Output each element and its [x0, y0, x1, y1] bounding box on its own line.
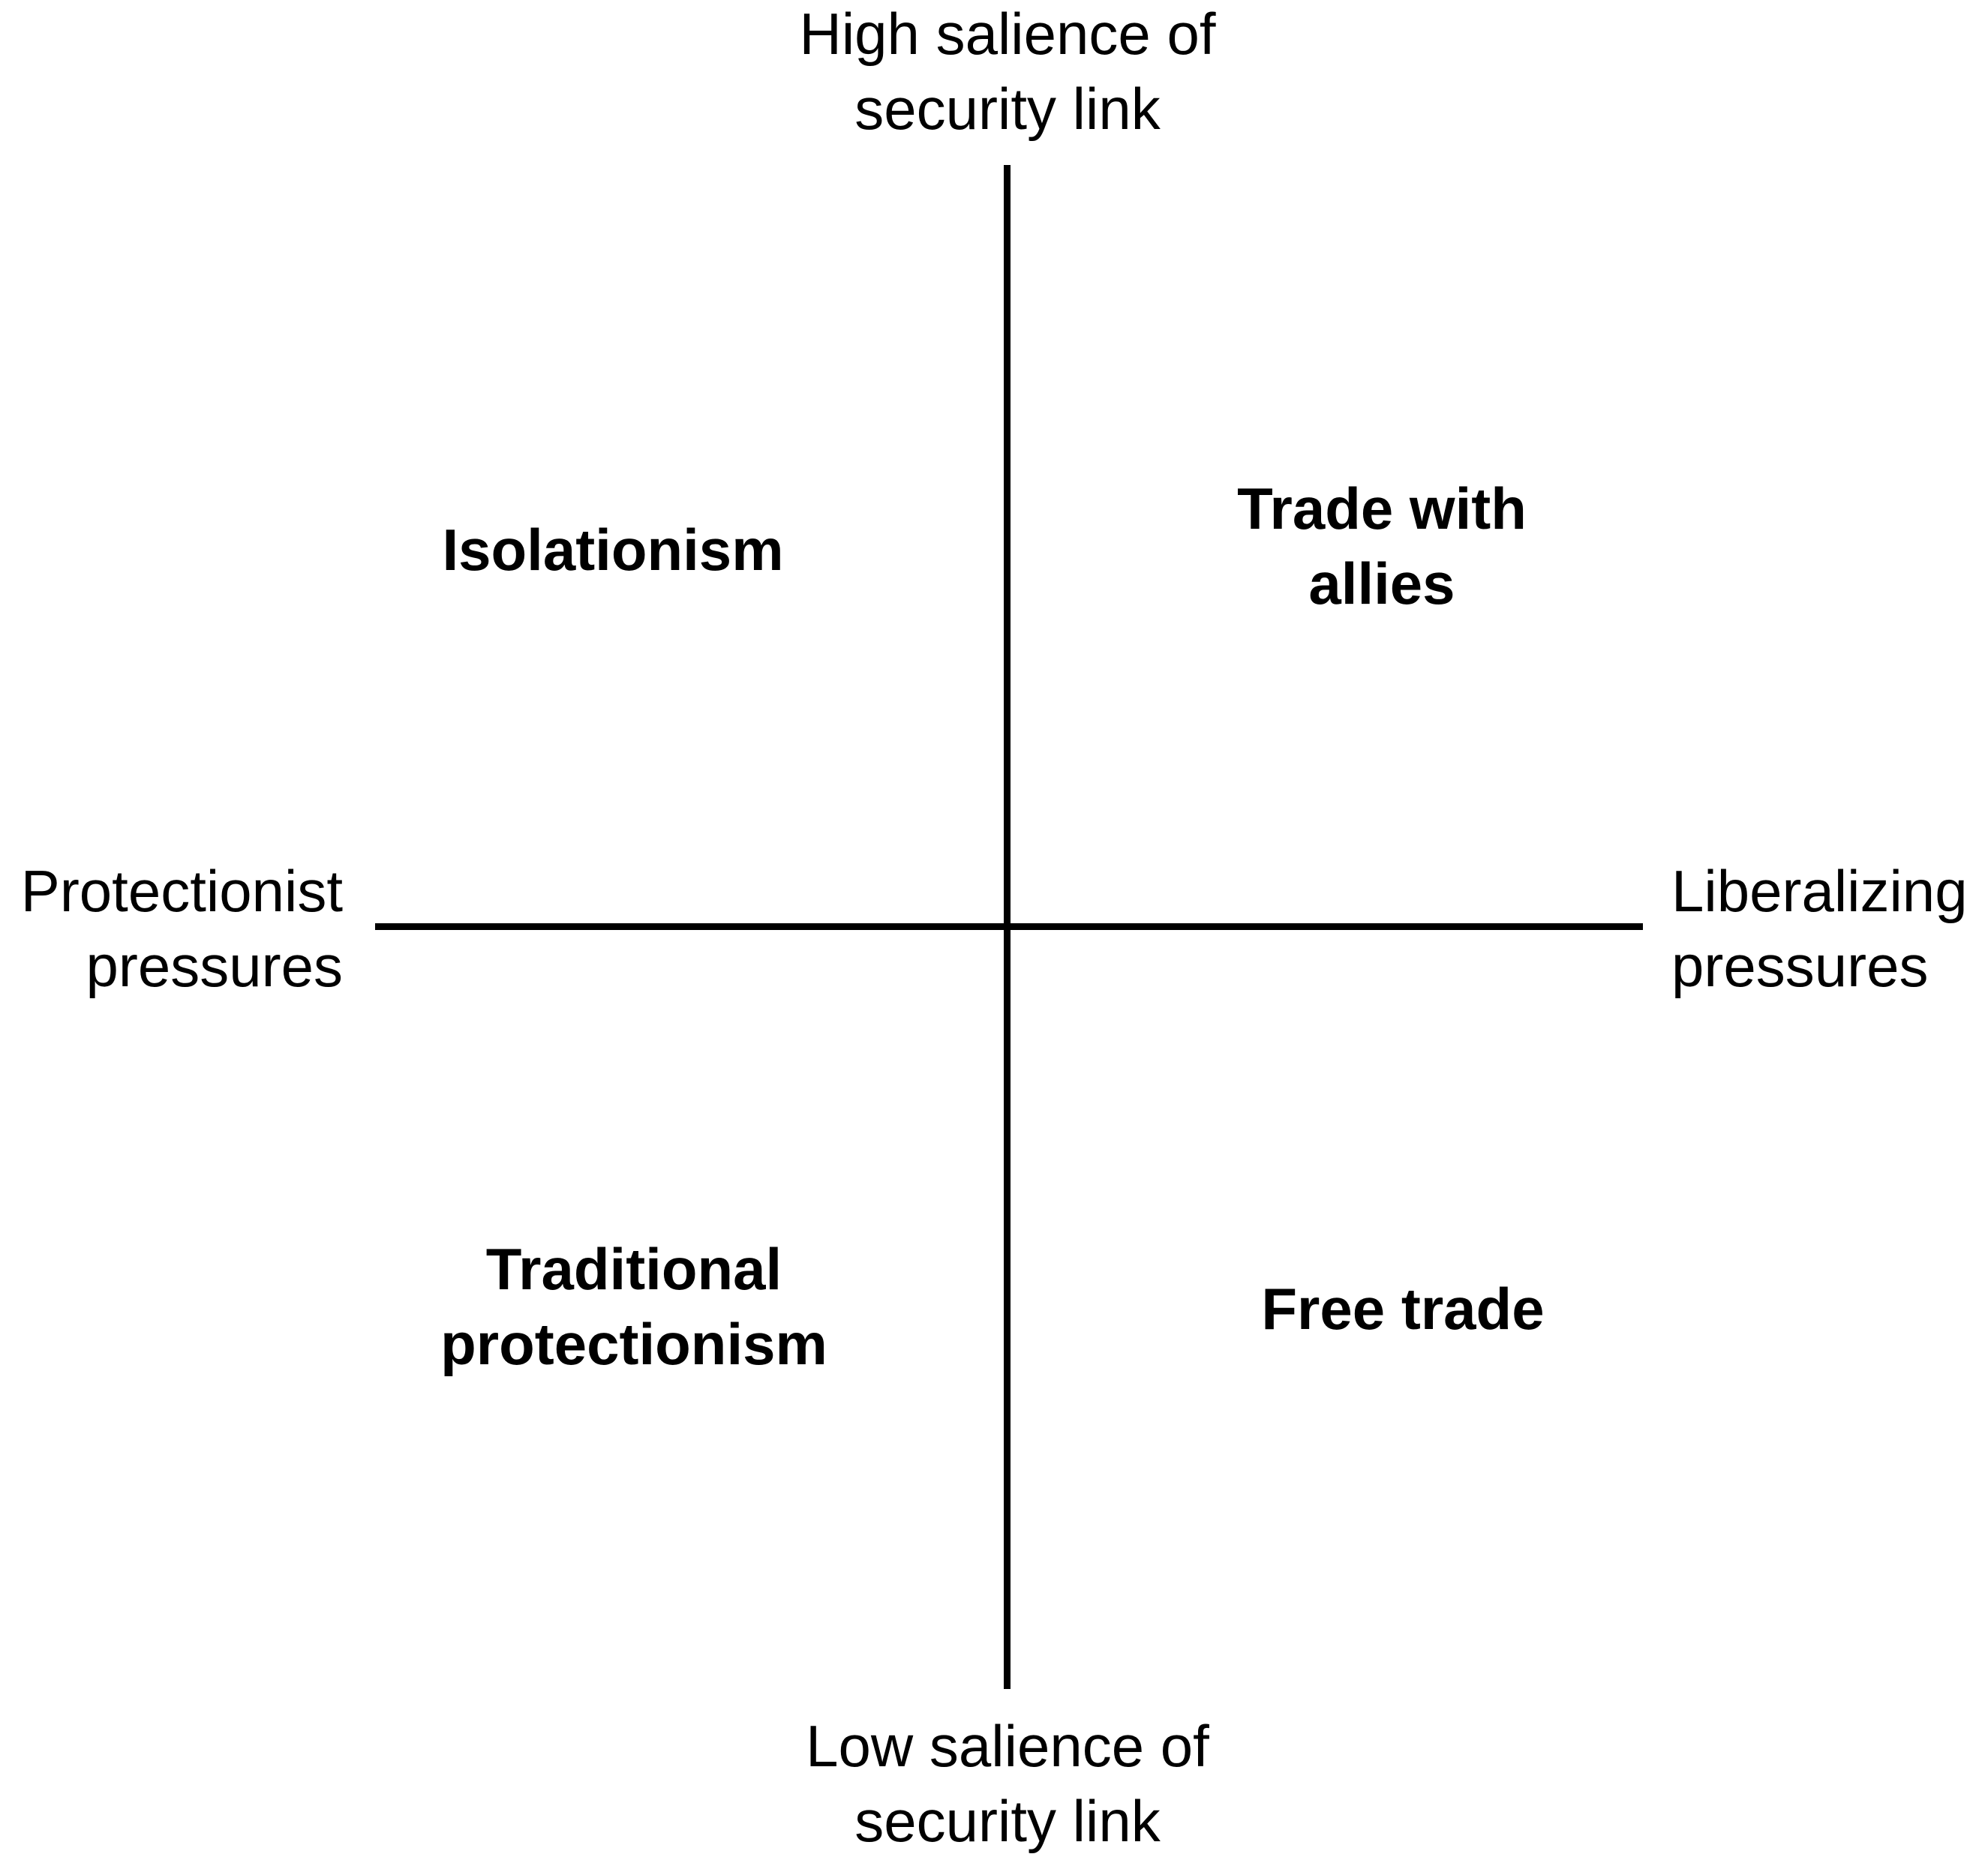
axis-label-top-line-1: High salience of: [799, 1, 1216, 67]
quadrant-top-right-line-1: Trade with: [1237, 476, 1527, 542]
axis-label-bottom-line-1: Low salience of: [806, 1713, 1209, 1779]
quadrant-label-top-left: Isolationism: [442, 512, 783, 587]
axis-label-right-line-2: pressures: [1671, 933, 1929, 999]
quadrant-label-top-right: Trade with allies: [1237, 471, 1527, 621]
axis-label-left-line-1: Protectionist: [20, 858, 343, 924]
quadrant-bottom-right-line-1: Free trade: [1261, 1276, 1545, 1342]
axis-label-top: High salience of security link: [800, 0, 1216, 146]
quadrant-label-bottom-left: Traditional protectionism: [440, 1232, 827, 1382]
axis-label-right-line-1: Liberalizing: [1671, 858, 1968, 924]
quadrant-top-right-line-2: allies: [1308, 550, 1455, 616]
axis-label-left-line-2: pressures: [86, 933, 343, 999]
axis-label-left: Protectionist pressures: [21, 854, 343, 1004]
axis-label-top-line-2: security link: [854, 76, 1161, 142]
quadrant-bottom-left-line-1: Traditional: [485, 1236, 782, 1302]
axis-label-bottom: Low salience of security link: [806, 1708, 1209, 1858]
horizontal-axis-line: [375, 923, 1643, 930]
axis-label-bottom-line-2: security link: [854, 1788, 1161, 1854]
quadrant-bottom-left-line-2: protectionism: [440, 1311, 827, 1377]
axis-label-right: Liberalizing pressures: [1671, 854, 1968, 1004]
quadrant-label-bottom-right: Free trade: [1261, 1271, 1544, 1346]
quadrant-top-left-line-1: Isolationism: [442, 517, 784, 583]
